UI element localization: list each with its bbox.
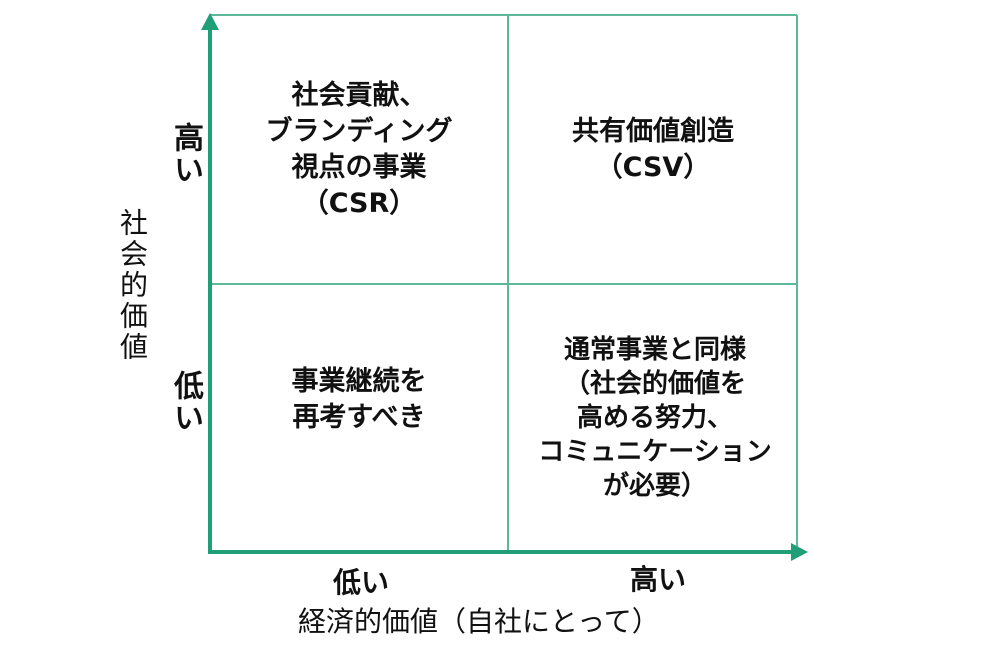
quadrant-text: 高める努力、 — [576, 403, 733, 433]
y-axis-arrowhead — [201, 13, 219, 30]
quadrant-text: （CSR） — [301, 187, 417, 219]
quadrant-text: が必要） — [602, 471, 707, 501]
quadrant-top-left: 社会貢献、 ブランディング 視点の事業 （CSR） — [212, 17, 506, 282]
quadrant-text: 事業継続を — [291, 366, 427, 397]
x-axis-arrowhead — [791, 543, 808, 561]
quadrant-bottom-left: 事業継続を 再考すべき — [212, 286, 506, 514]
y-high-label: 高い — [168, 122, 203, 186]
x-axis-title: 経済的価値（自社にとって） — [298, 605, 660, 638]
y-axis-title: 社会的価値 — [116, 208, 149, 363]
quadrant-text: 通常事業と同様 — [563, 335, 746, 365]
quadrant-text: 視点の事業 — [291, 151, 427, 183]
y-low-label: 低い — [168, 370, 203, 434]
quadrant-text: 共有価値創造 — [572, 115, 734, 147]
quadrant-text: 再考すべき — [292, 402, 426, 433]
x-low-label: 低い — [333, 566, 390, 599]
quadrant-text: ブランディング — [265, 115, 453, 147]
quadrant-text: （CSV） — [595, 151, 711, 183]
quadrant-text: 社会貢献、 — [291, 79, 427, 111]
quadrant-text: （社会的価値を — [563, 369, 746, 399]
quadrant-text: コミュニケーション — [538, 437, 772, 467]
quadrant-top-right: 共有価値創造 （CSV） — [510, 17, 796, 282]
quadrant-bottom-right: 通常事業と同様 （社会的価値を 高める努力、 コミュニケーション が必要） — [500, 286, 810, 550]
x-high-label: 高い — [630, 563, 687, 596]
